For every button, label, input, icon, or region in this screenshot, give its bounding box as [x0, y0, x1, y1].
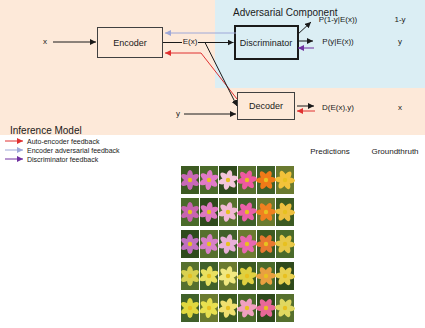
- groundtruth-label: y: [398, 37, 402, 47]
- input-label: y: [176, 109, 180, 119]
- flower-thumbnail: [256, 166, 276, 194]
- flower-thumbnail: [237, 230, 258, 258]
- flower-thumbnail: [218, 166, 239, 194]
- box-label: Discriminator: [240, 38, 293, 48]
- flower-thumbnail: [275, 198, 295, 226]
- prediction-label: D(E(x),y): [322, 103, 354, 113]
- output-arrow: [297, 106, 314, 107]
- column-heading: Predictions: [310, 147, 350, 157]
- legend-sample: [5, 141, 23, 142]
- flower-thumbnail: [275, 262, 295, 290]
- flower-thumbnail: [180, 166, 200, 194]
- flower-thumbnail: [180, 198, 200, 226]
- box-label: Decoder: [249, 101, 283, 111]
- flower-thumbnail: [180, 262, 200, 290]
- groundtruth-label: 1-y: [394, 15, 405, 25]
- flower-thumbnail: [275, 166, 295, 194]
- input-arrow: [53, 42, 96, 43]
- legend-sample: [5, 150, 23, 151]
- input-arrow: [184, 114, 236, 115]
- flower-thumbnail: [218, 262, 239, 290]
- flower-thumbnail: [218, 230, 239, 258]
- autoencoder-feedback: [297, 111, 315, 112]
- region-band: Adversarial ComponentDiscriminator: [215, 0, 425, 88]
- process-box: Discriminator: [234, 25, 299, 60]
- flower-thumbnail: [237, 294, 258, 322]
- legend-sample: [5, 159, 23, 160]
- flower-thumbnail: [256, 198, 276, 226]
- region-heading: Inference Model: [10, 125, 82, 136]
- flower-thumbnail: [199, 166, 220, 194]
- output-arrow: [297, 41, 313, 42]
- signal-label: E(x): [182, 37, 199, 47]
- flower-thumbnail: [256, 230, 276, 258]
- input-label: x: [43, 37, 47, 47]
- flower-thumbnail: [199, 230, 220, 258]
- prediction-label: P(1-y|E(x)): [319, 15, 358, 25]
- flower-thumbnail: [275, 230, 295, 258]
- flower-thumbnail: [237, 166, 258, 194]
- discriminator-feedback: [298, 48, 314, 49]
- flower-thumbnail: [180, 230, 200, 258]
- process-box: Encoder: [97, 27, 163, 58]
- flower-thumbnail: [180, 294, 200, 322]
- flower-thumbnail: [199, 262, 220, 290]
- process-box: Decoder: [237, 92, 295, 120]
- flower-thumbnail: [237, 262, 258, 290]
- flower-thumbnail: [218, 198, 239, 226]
- legend-text: Encoder adversarial feedback: [27, 146, 120, 155]
- groundtruth-label: x: [398, 103, 402, 113]
- encoder-adversarial-feedback: [165, 33, 236, 34]
- prediction-label: P(y|E(x)): [322, 37, 353, 47]
- flower-thumbnail: [256, 262, 276, 290]
- flower-thumbnail: [199, 198, 220, 226]
- box-label: Encoder: [113, 38, 147, 48]
- flower-thumbnail: [256, 294, 276, 322]
- flower-thumbnail: [199, 294, 220, 322]
- column-heading: Groundthruth: [371, 147, 418, 157]
- legend-text: Auto-encoder feedback: [27, 137, 99, 146]
- flower-thumbnail: [218, 294, 239, 322]
- flower-thumbnail: [237, 198, 258, 226]
- legend-text: Discriminator feedback: [27, 155, 98, 164]
- flower-thumbnail: [275, 294, 295, 322]
